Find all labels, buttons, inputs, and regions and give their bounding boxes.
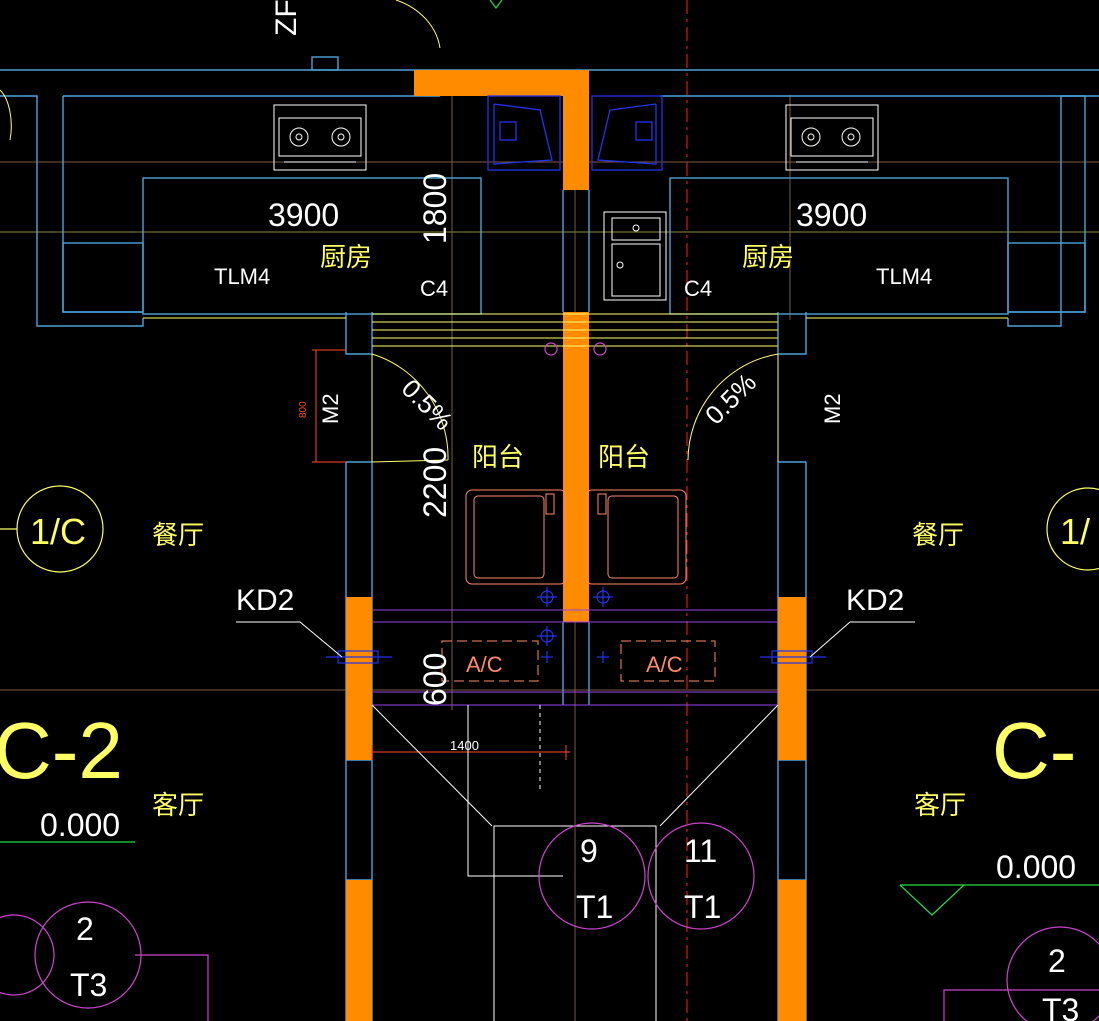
axis-c-right: C- xyxy=(992,706,1076,795)
drain-circles xyxy=(544,342,607,356)
living-label-left: 客厅 xyxy=(152,791,204,821)
balcony-label-right: 阳台 xyxy=(598,443,650,473)
living-label-right: 客厅 xyxy=(914,791,966,821)
stair-lines xyxy=(371,704,779,1021)
tag-9-type: T1 xyxy=(576,889,613,925)
tag-2-right-number: 2 xyxy=(1048,943,1066,979)
tag-11-type: T1 xyxy=(684,889,721,925)
dim-2200: 2200 xyxy=(417,447,453,518)
dim-600: 600 xyxy=(417,653,453,706)
label-zf: ZF xyxy=(270,0,303,36)
axis-c2-left: C-2 xyxy=(0,706,123,795)
tag-2-left-number: 2 xyxy=(76,911,94,947)
cooktop-right xyxy=(785,104,879,171)
ac-label-left: A/C xyxy=(466,652,503,677)
grid-lines xyxy=(0,95,1099,1021)
axis-bubbles xyxy=(0,485,1099,573)
tag-2-left-type: T3 xyxy=(70,967,107,1003)
dim-1800: 1800 xyxy=(417,173,453,244)
axis-1c-right: 1/ xyxy=(1060,511,1090,552)
axis-1c-left: 1/C xyxy=(30,511,86,552)
tag-circles xyxy=(0,822,1099,1021)
dimension-lines xyxy=(312,349,570,760)
tlm4-right: TLM4 xyxy=(876,264,932,289)
dining-label-right: 餐厅 xyxy=(912,521,964,551)
slope-right: 0.5% xyxy=(699,367,762,430)
slope-left: 0.5% xyxy=(396,373,459,436)
structural-walls xyxy=(346,70,806,1021)
tag-11-number: 11 xyxy=(684,833,717,869)
window-lines xyxy=(143,313,1008,347)
door-swings xyxy=(0,0,779,463)
kitchen-label-left: 厨房 xyxy=(320,243,372,273)
dim-3900-right: 3900 xyxy=(796,197,867,233)
kitchen-sink xyxy=(603,211,667,301)
tag-2-right-type: T3 xyxy=(1042,992,1079,1021)
c4-right: C4 xyxy=(684,276,712,301)
balcony-label-left: 阳台 xyxy=(472,443,524,473)
c4-left: C4 xyxy=(420,276,448,301)
kd2-label-right: KD2 xyxy=(846,584,904,617)
cooktop-left xyxy=(273,104,367,171)
dim-3900-left: 3900 xyxy=(268,197,339,233)
dim-1400: 1400 xyxy=(450,738,479,753)
kd2-leaders xyxy=(236,621,915,658)
m2-right: M2 xyxy=(820,393,845,424)
ac-units xyxy=(441,640,716,682)
dim-800: 800 xyxy=(298,401,309,418)
elevation-markers xyxy=(0,0,1099,916)
toilet-fixtures xyxy=(487,95,663,171)
kd2-label-left: KD2 xyxy=(236,584,294,617)
tlm4-left: TLM4 xyxy=(214,264,270,289)
ac-label-right: A/C xyxy=(646,652,683,677)
tag-9-number: 9 xyxy=(580,833,598,869)
blue-markers xyxy=(326,587,826,664)
ac-slab-lines xyxy=(372,609,778,706)
washing-machines xyxy=(465,489,687,585)
elevation-left: 0.000 xyxy=(40,807,120,843)
m2-left: M2 xyxy=(318,393,343,424)
kitchen-label-right: 厨房 xyxy=(742,243,794,273)
dining-label-left: 餐厅 xyxy=(152,521,204,551)
elevation-right: 0.000 xyxy=(996,849,1076,885)
